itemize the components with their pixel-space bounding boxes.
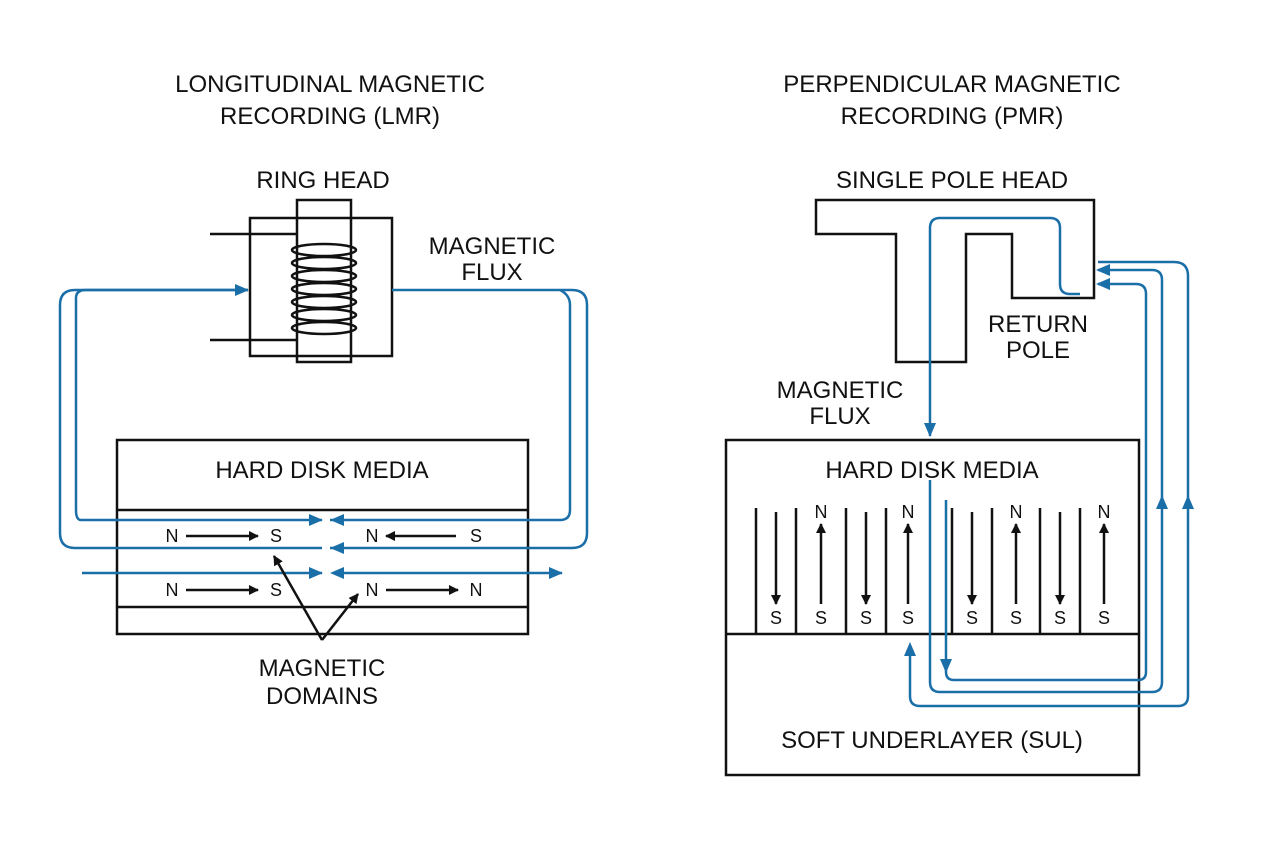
domain-pole: N — [166, 526, 179, 546]
domain-pole: N — [366, 580, 379, 600]
grain-pole: S — [1010, 608, 1022, 628]
lmr-flux-label-line2: FLUX — [461, 259, 522, 286]
lmr-title-line2: RECORDING (LMR) — [220, 103, 440, 130]
flux-arrow-up — [904, 642, 916, 656]
lmr-domain-row-1: N S N S — [166, 526, 483, 546]
pmr-title-line2: RECORDING (PMR) — [841, 103, 1064, 130]
grain-pole: S — [1098, 608, 1110, 628]
flux-arrow-return — [1096, 278, 1110, 290]
grain-pole: S — [1054, 608, 1066, 628]
pmr-media-label: HARD DISK MEDIA — [825, 457, 1038, 484]
ring-head-label: RING HEAD — [256, 167, 389, 194]
lmr-domain-row-2: N S N N — [166, 580, 483, 600]
pmr-hard-disk-media — [724, 438, 1141, 777]
grain-pole: N — [1098, 502, 1111, 522]
pmr-top-poles: N N N N — [815, 502, 1111, 522]
single-pole-head — [814, 198, 1096, 364]
lmr-title-line1: LONGITUDINAL MAGNETIC — [175, 71, 485, 98]
pmr-flux-lines — [904, 216, 1194, 708]
grain-pole: S — [966, 608, 978, 628]
return-pole-label-line1: RETURN — [988, 311, 1088, 338]
lmr-panel: LONGITUDINAL MAGNETIC RECORDING (LMR) RI… — [58, 71, 589, 710]
lmr-media-label: HARD DISK MEDIA — [215, 457, 428, 484]
pmr-flux-label-line1: MAGNETIC — [777, 377, 904, 404]
ring-head — [210, 198, 394, 364]
grain-pole: S — [815, 608, 827, 628]
lmr-hard-disk-media — [115, 438, 530, 636]
return-pole-label-line2: POLE — [1006, 337, 1070, 364]
flux-arrow-left — [330, 542, 344, 554]
domain-pole: S — [270, 526, 282, 546]
single-pole-head-label: SINGLE POLE HEAD — [836, 167, 1068, 194]
lmr-flux-label-line1: MAGNETIC — [429, 233, 556, 260]
grain-pole: N — [1010, 502, 1023, 522]
domain-pole: S — [270, 580, 282, 600]
ring-head-outer-core — [248, 216, 394, 358]
sul-label: SOFT UNDERLAYER (SUL) — [781, 727, 1083, 754]
pmr-flux-label-line2: FLUX — [809, 403, 870, 430]
domain-pole: N — [166, 580, 179, 600]
grain-pole: S — [770, 608, 782, 628]
grain-pole: N — [902, 502, 915, 522]
pmr-bottom-poles: S S S S S S S S — [770, 608, 1110, 628]
ring-head-coil — [290, 242, 358, 336]
magnetic-domains-label-line1: MAGNETIC — [259, 655, 386, 682]
lmr-flux-lines — [58, 284, 589, 579]
magnetic-domains-label-line2: DOMAINS — [266, 683, 378, 710]
pmr-grain-dividers — [754, 508, 1082, 634]
domain-pole: S — [470, 526, 482, 546]
ring-head-center-core — [295, 198, 353, 364]
grain-pole: S — [902, 608, 914, 628]
domains-pointer-right — [321, 593, 359, 641]
domain-pole: N — [366, 526, 379, 546]
flux-arrow-left — [330, 514, 344, 526]
grain-pole: S — [860, 608, 872, 628]
pmr-grain-arrows — [771, 512, 1109, 605]
domains-pointer-left — [272, 555, 324, 641]
flux-arrow-left — [330, 567, 344, 579]
grain-pole: N — [815, 502, 828, 522]
pmr-panel: PERPENDICULAR MAGNETIC RECORDING (PMR) S… — [724, 71, 1194, 777]
flux-arrow-return — [1096, 264, 1110, 276]
domain-pole: N — [470, 580, 483, 600]
pmr-title-line1: PERPENDICULAR MAGNETIC — [783, 71, 1120, 98]
